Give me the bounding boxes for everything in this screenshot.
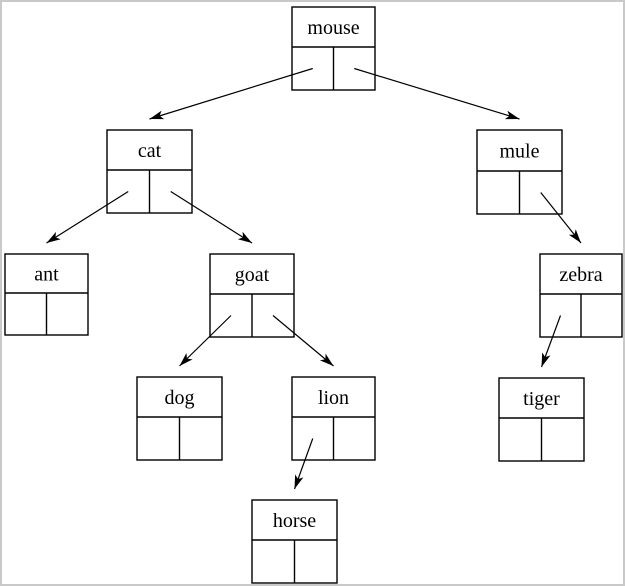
tree-node-mouse: mouse: [291, 6, 376, 91]
edge-lion-left-to-horse: [293, 438, 314, 490]
edge-cat-right-to-goat: [170, 190, 253, 244]
tree-node-tiger: tiger: [498, 377, 585, 462]
tree-node-ant: ant: [4, 253, 89, 336]
tree-node-lion: lion: [291, 376, 376, 461]
edges-layer: [46, 67, 582, 490]
nodes-layer: mouse cat mule ant goat zebra dog lion tiger hors…: [4, 6, 623, 584]
edge-goat-left-to-dog: [179, 315, 232, 367]
node-label: goat: [235, 264, 270, 286]
edge-mule-right-to-zebra: [540, 192, 582, 244]
edge-goat-right-to-lion: [272, 315, 334, 367]
node-label: dog: [165, 387, 195, 409]
tree-node-goat: goat: [209, 253, 295, 338]
node-label: cat: [138, 140, 162, 162]
node-label: zebra: [559, 264, 602, 286]
tree-node-horse: horse: [251, 499, 338, 584]
node-label: ant: [34, 264, 59, 286]
node-label: mouse: [307, 17, 359, 39]
edge-mouse-right-to-mule: [354, 67, 520, 120]
tree-node-dog: dog: [136, 376, 223, 461]
edge-mouse-left-to-cat: [149, 67, 313, 120]
node-label: horse: [273, 510, 316, 532]
edge-zebra-left-to-tiger: [540, 315, 562, 368]
node-label: mule: [500, 141, 540, 163]
edge-cat-left-to-ant: [46, 190, 129, 244]
node-label: lion: [318, 387, 349, 409]
tree-node-zebra: zebra: [539, 253, 623, 338]
node-label: tiger: [523, 388, 560, 410]
tree-node-mule: mule: [476, 129, 563, 215]
tree-node-cat: cat: [106, 129, 193, 214]
